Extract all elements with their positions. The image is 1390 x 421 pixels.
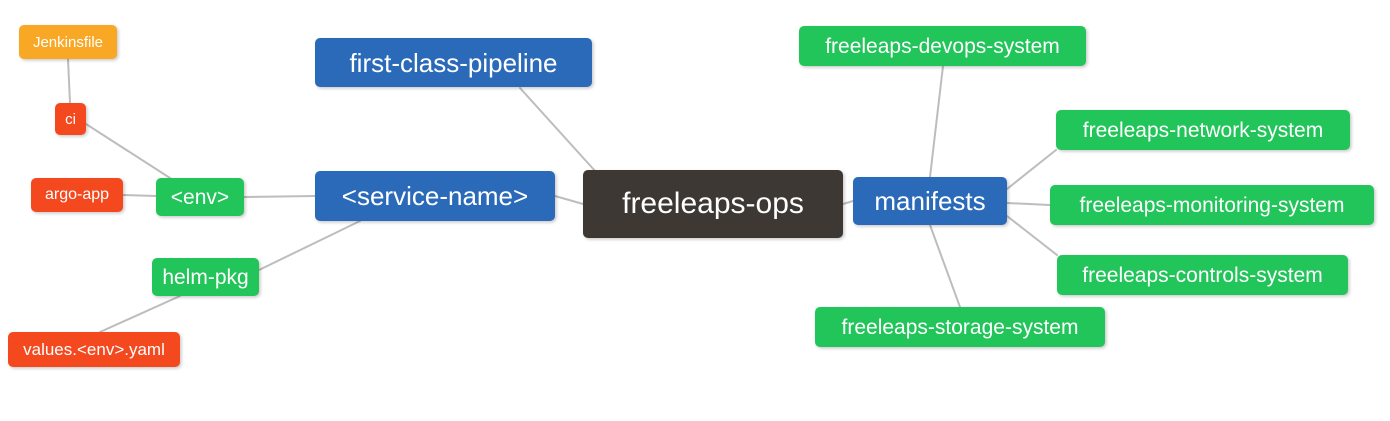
node-label-helm-pkg: helm-pkg — [162, 265, 249, 289]
node-env[interactable]: <env> — [156, 178, 244, 216]
node-label-service-name: <service-name> — [341, 181, 529, 211]
edge-manifests-to-freeleaps-devops-system — [929, 65, 944, 178]
node-label-first-class-pipeline: first-class-pipeline — [349, 47, 558, 78]
node-label-freeleaps-storage-system: freeleaps-storage-system — [841, 315, 1079, 339]
node-freeleaps-monitoring-system[interactable]: freeleaps-monitoring-system — [1050, 185, 1374, 225]
node-label-freeleaps-ops: freeleaps-ops — [622, 187, 804, 220]
edge-freeleaps-ops-to-first-class-pipeline — [519, 87, 597, 173]
node-helm-pkg[interactable]: helm-pkg — [152, 258, 259, 296]
edge-manifests-to-freeleaps-storage-system — [929, 224, 961, 308]
edge-manifests-to-freeleaps-monitoring-system — [1006, 202, 1051, 206]
edge-env-to-argo-app — [122, 194, 157, 197]
edge-helm-pkg-to-values-env-yaml — [99, 295, 181, 333]
node-freeleaps-devops-system[interactable]: freeleaps-devops-system — [799, 26, 1086, 66]
node-freeleaps-storage-system[interactable]: freeleaps-storage-system — [815, 307, 1105, 347]
node-label-freeleaps-monitoring-system: freeleaps-monitoring-system — [1079, 193, 1345, 217]
node-freeleaps-network-system[interactable]: freeleaps-network-system — [1056, 110, 1350, 150]
node-freeleaps-ops[interactable]: freeleaps-ops — [583, 170, 843, 238]
node-argo-app[interactable]: argo-app — [31, 178, 123, 212]
node-label-argo-app: argo-app — [44, 186, 110, 203]
node-label-ci: ci — [65, 110, 76, 128]
node-service-name[interactable]: <service-name> — [315, 171, 555, 221]
edge-manifests-to-freeleaps-network-system — [1006, 149, 1057, 190]
node-label-jenkinsfile: Jenkinsfile — [32, 33, 104, 51]
node-values-env-yaml[interactable]: values.<env>.yaml — [8, 332, 180, 367]
edge-env-to-ci — [85, 123, 171, 179]
node-first-class-pipeline[interactable]: first-class-pipeline — [315, 38, 592, 87]
node-label-freeleaps-devops-system: freeleaps-devops-system — [825, 34, 1060, 58]
edge-service-name-to-env — [243, 195, 316, 198]
node-label-manifests: manifests — [874, 186, 986, 216]
node-manifests[interactable]: manifests — [853, 177, 1007, 225]
node-ci[interactable]: ci — [55, 103, 86, 135]
node-jenkinsfile[interactable]: Jenkinsfile — [19, 25, 117, 59]
node-label-values-env-yaml: values.<env>.yaml — [23, 340, 165, 359]
edge-freeleaps-ops-to-service-name — [554, 195, 584, 205]
node-label-env: <env> — [170, 185, 230, 209]
node-label-freeleaps-network-system: freeleaps-network-system — [1082, 118, 1324, 142]
node-label-freeleaps-controls-system: freeleaps-controls-system — [1082, 263, 1323, 287]
node-freeleaps-controls-system[interactable]: freeleaps-controls-system — [1057, 255, 1348, 295]
edge-service-name-to-helm-pkg — [258, 220, 361, 271]
edge-freeleaps-ops-to-manifests — [842, 200, 854, 205]
edge-ci-to-jenkinsfile — [67, 58, 71, 104]
